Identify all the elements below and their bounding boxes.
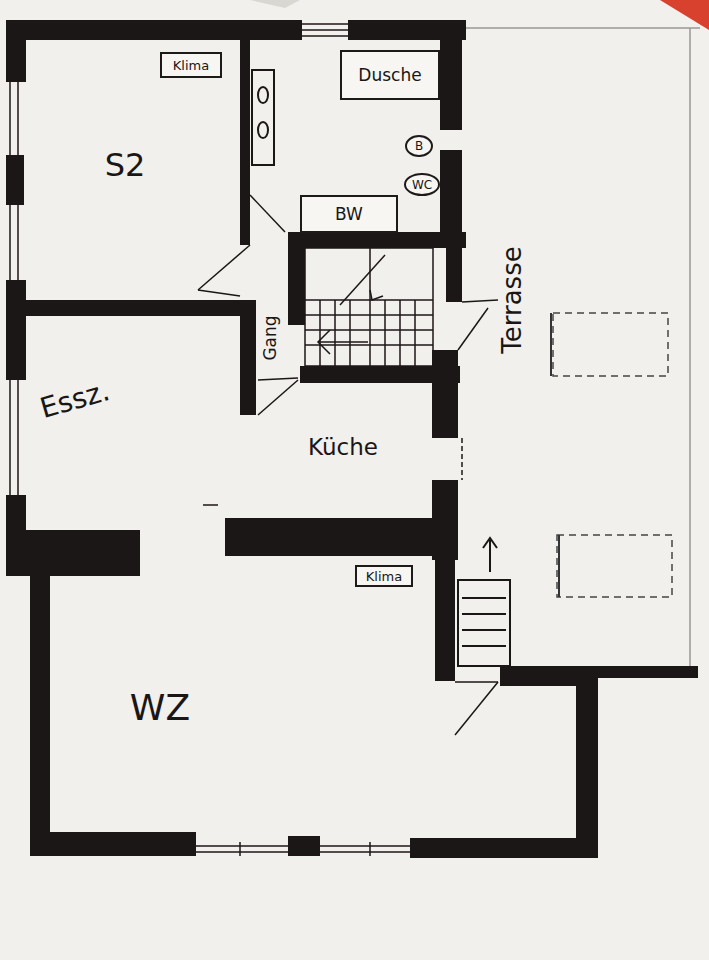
- terrace-outline: [465, 28, 700, 668]
- skylight-edge: [550, 313, 552, 376]
- node-text: Klima: [173, 59, 209, 72]
- node-text: B: [415, 140, 423, 152]
- wall: [6, 20, 698, 858]
- stair: [458, 538, 510, 666]
- node-text: BW: [335, 206, 363, 223]
- room-label: Essz.: [37, 377, 112, 423]
- ac-unit-box: Klima: [160, 52, 222, 78]
- node-text: WC: [412, 179, 432, 191]
- node-text: Dusche: [358, 67, 421, 84]
- node-text: Klima: [366, 570, 402, 583]
- paper-corner: [250, 0, 300, 8]
- room-label: Küche: [308, 436, 378, 459]
- stair: [305, 248, 433, 366]
- skylight: [553, 313, 672, 597]
- door-swing: [198, 195, 498, 735]
- bathtub-box: BW: [300, 195, 398, 233]
- ac-unit-box: Klima: [355, 565, 413, 587]
- toilet-symbol: WC: [404, 173, 440, 196]
- appliance: [252, 70, 274, 165]
- bidet-symbol: B: [405, 135, 433, 157]
- window: [10, 24, 462, 856]
- room-label: Terrasse: [499, 246, 525, 353]
- skylight-edge: [558, 535, 560, 597]
- room-label: Gang: [262, 315, 279, 360]
- paper-corner: [660, 0, 709, 30]
- room-label: WZ: [130, 690, 190, 726]
- shower-box: Dusche: [340, 50, 440, 100]
- room-label: S2: [105, 149, 146, 181]
